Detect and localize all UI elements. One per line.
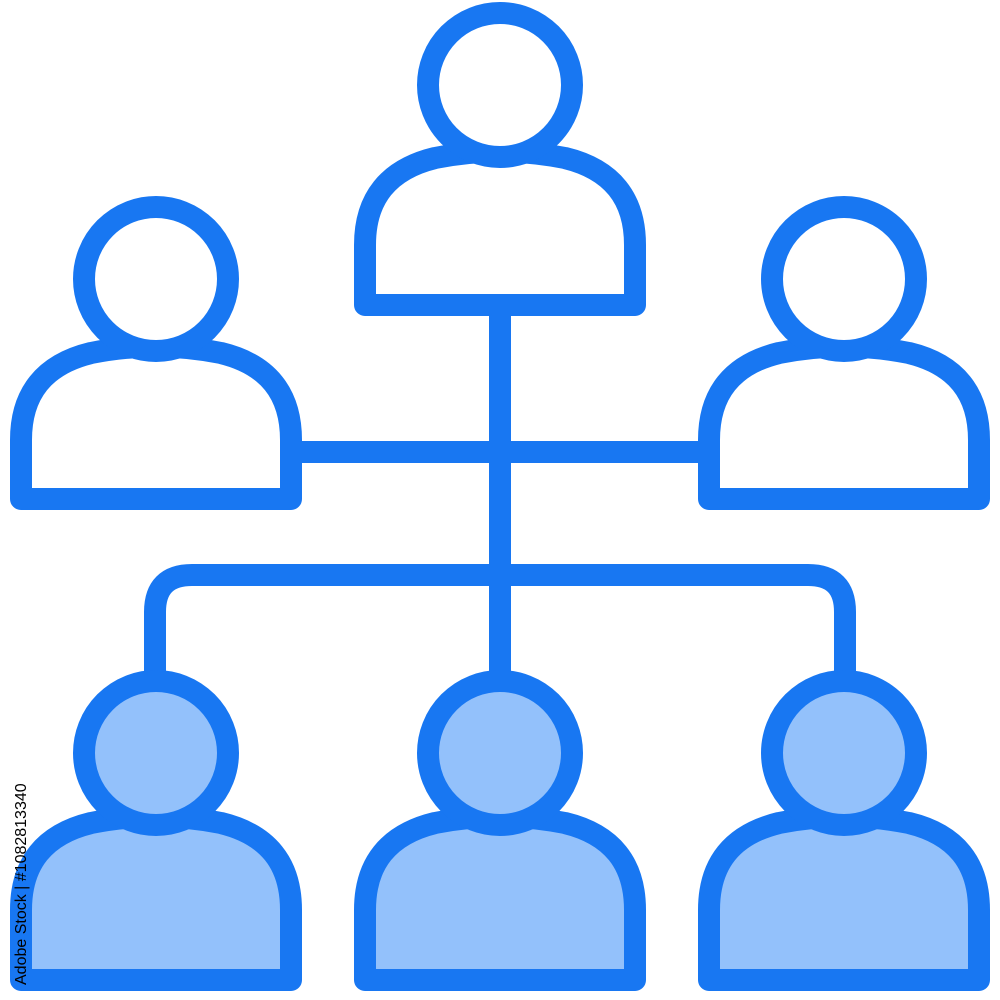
person-bottom-right-head	[761, 670, 927, 836]
person-top-head	[417, 2, 583, 168]
person-middle-right-head	[761, 196, 927, 362]
person-middle-right-body	[698, 335, 990, 510]
person-bottom-right-body	[698, 805, 990, 991]
branch-bar-line	[144, 564, 856, 701]
person-bottom-left-head	[73, 670, 239, 836]
person-icon-bottom-center	[354, 670, 646, 991]
person-bottom-center-head	[417, 670, 583, 836]
connector-lines	[144, 294, 856, 701]
person-icon-middle-left	[10, 196, 302, 510]
stock-id-watermark: Adobe Stock | #1082813340	[13, 783, 30, 985]
person-bottom-center-body	[354, 805, 646, 991]
person-bottom-left-body	[10, 805, 302, 991]
person-icon-bottom-right	[698, 670, 990, 991]
person-icon-middle-right	[698, 196, 990, 510]
person-top-body	[354, 140, 646, 316]
person-middle-left-body	[10, 335, 302, 510]
person-icon-top	[354, 2, 646, 316]
person-icon-bottom-left	[10, 670, 302, 991]
person-middle-left-head	[73, 196, 239, 362]
